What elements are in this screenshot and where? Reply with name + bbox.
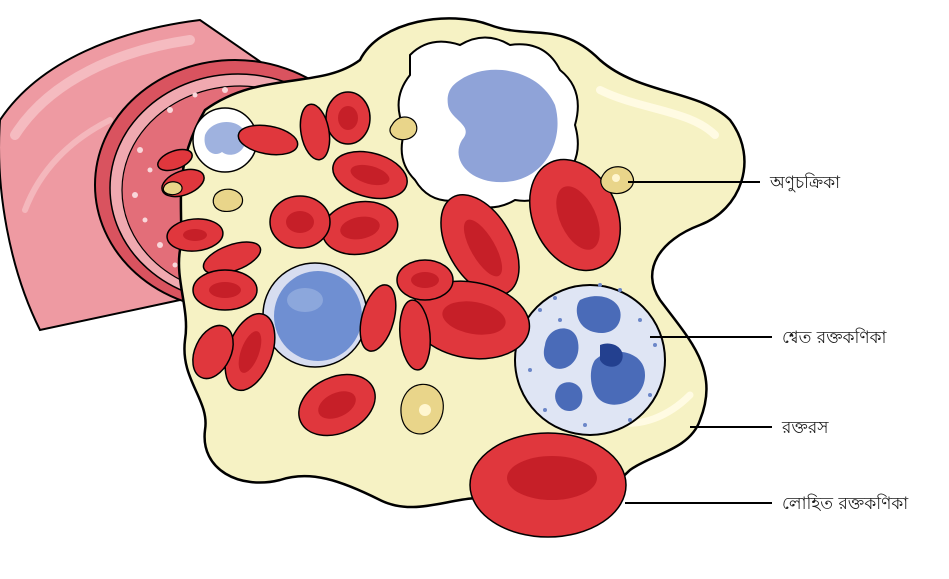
white-blood-cell-left	[263, 263, 367, 367]
white-blood-cell-neutrophil	[515, 283, 665, 435]
label-white-blood-cell: শ্বেত রক্তকণিকা	[782, 327, 888, 348]
label-platelet: অণুচক্রিকা	[769, 172, 841, 193]
label-red-blood-cell: লোহিত রক্তকণিকা	[782, 493, 909, 514]
label-plasma: রক্তরস	[781, 418, 829, 438]
